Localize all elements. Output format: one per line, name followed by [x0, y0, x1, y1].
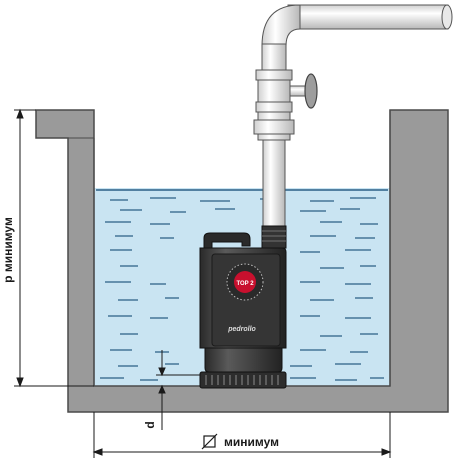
pump-intake-slots	[205, 375, 279, 385]
d-label: d	[143, 421, 157, 428]
pipe-union-bottom	[257, 133, 291, 141]
valve-collar-top	[255, 69, 293, 81]
p-minimum-label: p минимум	[1, 217, 15, 283]
dimension-p	[14, 108, 94, 388]
pump-intake-base	[199, 371, 287, 389]
valve-stem	[289, 85, 307, 97]
pipe-union-nut	[253, 119, 295, 135]
pump-outlet-thread	[261, 225, 287, 249]
pipe-union-top	[257, 111, 291, 121]
valve-collar-bottom	[255, 101, 293, 113]
pump-handle	[203, 232, 251, 249]
pump-badge-text: TOP 2	[236, 281, 254, 287]
discharge-pipe-vertical-lower	[262, 139, 286, 227]
dimension-d	[156, 350, 200, 430]
valve-handwheel	[304, 73, 318, 109]
pipe-elbow	[261, 4, 301, 47]
diameter-symbol-icon	[201, 433, 218, 450]
valve-body	[257, 79, 291, 103]
pump-motor-housing	[204, 347, 283, 373]
pump-badge-inner	[234, 271, 256, 293]
diameter-minimum-label: минимум	[224, 435, 279, 449]
discharge-pipe-horizontal	[287, 4, 449, 30]
submersible-pump: TOP 2 pedrollo	[199, 232, 287, 389]
discharge-pipe-vertical-upper	[261, 43, 287, 73]
dimension-diameter	[92, 412, 392, 458]
pipe-end-opening	[441, 4, 453, 30]
pump-brand-text: pedrollo	[227, 326, 256, 333]
